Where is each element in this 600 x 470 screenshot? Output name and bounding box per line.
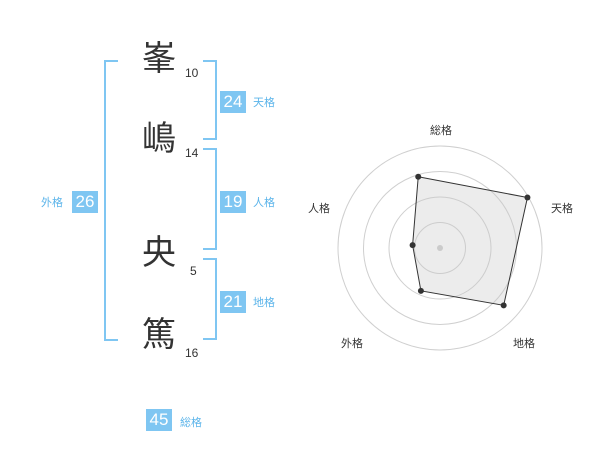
name-char-1: 峯 [142, 39, 176, 79]
radar-ring-1 [414, 222, 466, 274]
radar-point-5 [409, 242, 416, 249]
radar-axis-label-4: 外格 [341, 336, 363, 350]
radar-center [437, 245, 443, 251]
radar-ring-4 [337, 145, 543, 351]
radar-axis-label-3: 地格 [513, 336, 535, 350]
tenkaku-label: 天格 [253, 96, 275, 109]
radar-area [412, 176, 529, 306]
radar-axis-label-1: 総格 [430, 123, 452, 137]
name-char-2: 嶋 [142, 119, 176, 159]
name-char-3: 央 [142, 233, 176, 273]
radar-ring-2 [388, 196, 492, 300]
stroke-count-2: 14 [185, 146, 199, 160]
radar-point-3 [500, 302, 507, 309]
jinkaku-value: 19 [220, 191, 246, 213]
gaikaku-label: 外格 [41, 196, 63, 209]
radar-point-2 [524, 194, 531, 201]
chikaku-value: 21 [220, 291, 246, 313]
radar-point-4 [417, 287, 424, 294]
jinkaku-bracket [203, 148, 217, 250]
radar-axis-label-2: 天格 [551, 201, 573, 215]
radar-axis-label-5: 人格 [308, 201, 330, 215]
chikaku-label: 地格 [253, 296, 275, 309]
soukaku-label: 総格 [180, 416, 202, 429]
stroke-count-1: 10 [185, 66, 199, 80]
radar-point-1 [415, 173, 422, 180]
tenkaku-bracket [203, 60, 217, 140]
jinkaku-label: 人格 [253, 196, 275, 209]
name-char-4: 篤 [142, 315, 176, 355]
soukaku-value: 45 [146, 409, 172, 431]
stroke-count-4: 16 [185, 346, 199, 360]
gaikaku-bracket [104, 60, 118, 341]
tenkaku-value: 24 [220, 91, 246, 113]
chikaku-bracket [203, 258, 217, 340]
gaikaku-value: 26 [72, 191, 98, 213]
stroke-count-3: 5 [190, 264, 197, 278]
